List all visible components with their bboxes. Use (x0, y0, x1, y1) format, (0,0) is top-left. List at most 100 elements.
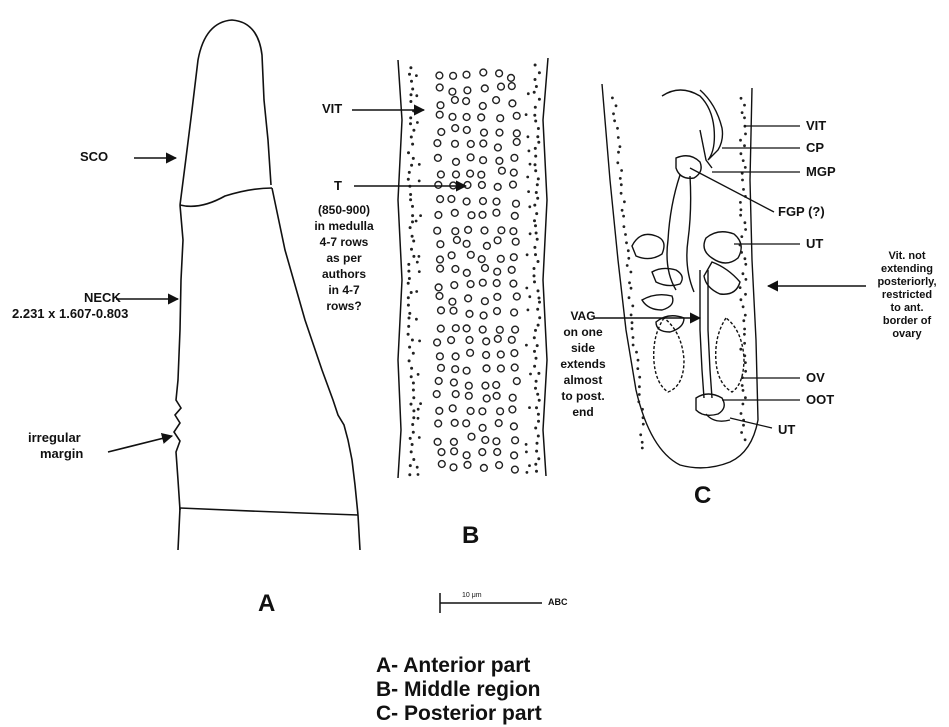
testis (467, 154, 474, 161)
vitelline-follicle (742, 389, 745, 392)
testis (437, 256, 444, 263)
testis (449, 405, 456, 412)
vitelline-follicle (537, 289, 540, 292)
testis (437, 353, 444, 360)
vitelline-follicle (743, 328, 746, 331)
vitelline-follicle (411, 423, 414, 426)
vitelline-follicle (538, 98, 541, 101)
vitelline-follicle (534, 147, 537, 150)
b-note-line: (850-900) (296, 202, 392, 218)
label-c-vit: VIT (806, 118, 826, 133)
testis (481, 227, 488, 234)
vitelline-follicle (534, 78, 537, 81)
vitelline-follicle (533, 91, 536, 94)
testis (493, 198, 500, 205)
testis (463, 367, 470, 374)
testis (465, 295, 472, 302)
vitelline-follicle (744, 314, 747, 317)
uterus-tubes (642, 268, 684, 332)
vitelline-follicle (612, 112, 615, 115)
vitelline-follicle (619, 145, 622, 148)
vitelline-follicle (411, 88, 414, 91)
vitelline-follicle (739, 139, 742, 142)
testis (511, 423, 518, 430)
vitelline-follicle (742, 319, 745, 322)
c-vag-note-line: side (550, 340, 616, 356)
vitelline-follicle (407, 270, 410, 273)
vitelline-follicle (613, 119, 616, 122)
label-c-ut: UT (806, 236, 823, 251)
testis (467, 141, 474, 148)
testis (480, 69, 487, 76)
testis (467, 170, 474, 177)
testis (449, 298, 456, 305)
c-vit-note-line: restricted (868, 289, 946, 302)
vitelline-follicle (416, 466, 419, 469)
testis (452, 391, 459, 398)
testis (493, 393, 500, 400)
c-vag-note-line: extends (550, 356, 616, 372)
caption-line-a: A- Anterior part (376, 654, 530, 678)
vitelline-follicle (526, 176, 529, 179)
vitelline-follicle (744, 166, 747, 169)
b-note-line: in medulla (296, 218, 392, 234)
testis (438, 364, 445, 371)
vitelline-follicle (741, 111, 744, 114)
vitelline-follicle (418, 163, 421, 166)
vitelline-follicle (527, 309, 530, 312)
testis (513, 139, 520, 146)
c-vit-note-line: extending (868, 263, 946, 276)
testis (466, 337, 473, 344)
vitelline-follicle (537, 413, 540, 416)
vitelline-follicle (740, 152, 743, 155)
vitelline-follicle (412, 396, 415, 399)
testis (467, 281, 474, 288)
testis (479, 408, 486, 415)
vitelline-follicle (411, 214, 414, 217)
vitelline-follicle (537, 435, 540, 438)
vitelline-follicle (408, 317, 411, 320)
vitelline-follicle (743, 144, 746, 147)
cirrus-pouch (662, 90, 723, 160)
vitelline-follicle (533, 246, 536, 249)
testis (463, 114, 470, 121)
vitelline-follicle (410, 403, 413, 406)
vitelline-follicle (745, 278, 748, 281)
vitelline-follicle (623, 225, 626, 228)
vitelline-follicle (410, 93, 413, 96)
testis (452, 228, 459, 235)
c-ut2-leader (730, 418, 772, 428)
testis (513, 200, 520, 207)
testis (435, 182, 442, 189)
vitelline-follicle (740, 412, 743, 415)
testis (463, 452, 470, 459)
c-vit-note-line: border of (868, 315, 946, 328)
vitelline-follicle (417, 408, 420, 411)
testis (509, 100, 516, 107)
vitelline-follicle (412, 431, 415, 434)
vitelline-follicle (739, 348, 742, 351)
testis (513, 378, 520, 385)
vitelline-follicle (528, 464, 531, 467)
vitelline-follicle (742, 424, 745, 427)
testis (448, 196, 455, 203)
testis (494, 336, 501, 343)
vitelline-follicle (743, 333, 746, 336)
testis (438, 307, 445, 314)
testis (449, 88, 456, 95)
testis (438, 129, 445, 136)
label-irregular-2: margin (40, 446, 83, 461)
vitelline-follicle (537, 372, 540, 375)
vitelline-follicle (538, 71, 541, 74)
vitelline-follicle (410, 450, 413, 453)
vitelline-follicle (536, 344, 539, 347)
vitelline-follicle (537, 141, 540, 144)
vitelline-follicle (616, 161, 619, 164)
testis (450, 72, 457, 79)
testis (513, 293, 520, 300)
testis (496, 462, 503, 469)
vitelline-follicle (416, 261, 419, 264)
strobila-right-margin (543, 58, 548, 476)
vitelline-follicle (744, 370, 747, 373)
testis (467, 408, 474, 415)
